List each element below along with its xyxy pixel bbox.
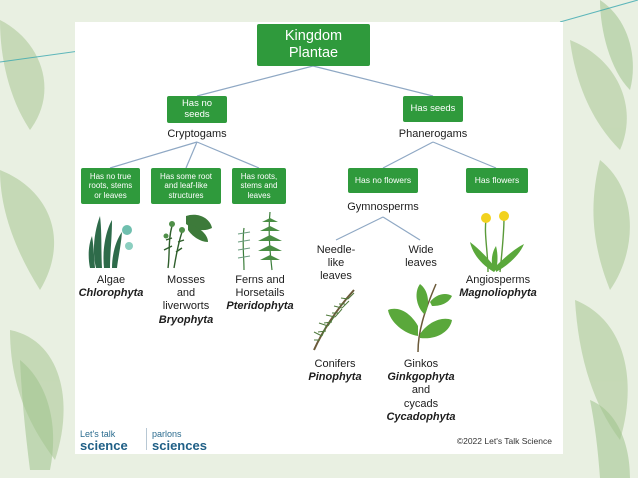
ginkgo-scientific: Ginkgophyta [387,371,455,384]
ginkgo-extra-2: cycads [403,397,439,410]
needle-leaves-label: Needle- like leaves [308,244,364,284]
cryptogams-label: Cryptogams [167,128,227,140]
angiosperm-common: Angiosperms [465,274,531,286]
algae-scientific: Chlorophyta [78,287,144,300]
no-seeds-line1: Has no [181,97,213,109]
needle-line3: leaves [320,270,352,283]
ginkgo-label: Ginkos Ginkgophyta and cycads Cycadophyt… [380,358,462,424]
root-line2: Plantae [288,45,339,61]
has-roots-line3: leaves [247,190,271,200]
has-seeds-line1: Has seeds [410,102,456,114]
ginkgo-common: Ginkos [403,358,439,370]
has-roots-box: Has roots, stems and leaves [232,168,286,204]
logo1-small: Let's talk [80,429,116,439]
dandelion-icon [470,211,524,273]
logo2-big: sciences [152,438,207,454]
conifer-branch-icon [313,289,355,351]
logo-divider [146,428,147,450]
logo2-small: parlons [152,429,182,439]
fern-label: Ferns and Horsetails Pteridophyta [224,274,296,314]
moss-common-1: Mosses [167,274,205,286]
no-flowers-box: Has no flowers [348,168,418,193]
needle-line2: like [327,257,345,270]
moss-scientific: Bryophyta [158,313,214,326]
needle-line1: Needle- [316,244,356,256]
root-line1: Kingdom [284,28,343,45]
no-true-roots-line3: or leaves [94,190,127,200]
conifer-common: Conifers [314,358,356,370]
fern-icon [237,211,282,271]
no-true-roots-line2: roots, stems [88,181,133,191]
some-root-box: Has some root and leaf-like structures [151,168,221,204]
wide-leaves-label: Wide leaves [396,244,446,270]
has-flowers-box: Has flowers [466,168,528,193]
no-seeds-box: Has no seeds [167,96,227,123]
gymnosperms-label: Gymnosperms [347,201,419,213]
angiosperm-label: Angiosperms Magnoliophyta [456,274,540,300]
algae-common: Algae [96,274,126,286]
moss-label: Mosses and liverworts Bryophyta [151,274,221,327]
kingdom-plantae-box: Kingdom Plantae [257,24,370,66]
no-flowers-text: Has no flowers [354,174,412,185]
algae-label: Algae Chlorophyta [76,274,146,300]
diagram-card [75,22,563,454]
no-true-roots-line1: Has no true [89,172,132,182]
has-seeds-box: Has seeds [403,96,463,122]
no-true-roots-box: Has no true roots, stems or leaves [81,168,140,204]
logo1-big: science [80,438,128,454]
moss-common-2: and [176,287,196,300]
some-root-line2: and leaf-like [164,181,208,191]
fern-common-1: Ferns and [235,274,285,286]
angiosperm-scientific: Magnoliophyta [459,287,537,300]
lets-talk-science-logo: Let's talk science [80,429,128,454]
has-roots-line1: Has roots, [240,172,278,182]
ginkgo-extra-1: and [411,384,431,397]
copyright-text: ©2022 Let's Talk Science [456,436,552,446]
parlons-sciences-logo: parlons sciences [152,429,207,454]
moss-icon [163,214,212,269]
fern-scientific: Pteridophyta [226,300,294,313]
no-seeds-line2: seeds [184,108,210,120]
has-flowers-text: Has flowers [474,174,520,185]
fern-common-2: Horsetails [235,287,285,300]
moss-common-3: liverworts [162,300,210,313]
conifer-scientific: Pinophyta [308,371,362,384]
wide-line2: leaves [405,257,437,270]
cycad-scientific: Cycadophyta [386,410,456,423]
some-root-line3: structures [168,190,204,200]
wide-line1: Wide [408,244,434,256]
phanerogams-label: Phanerogams [398,128,468,140]
conifer-label: Conifers Pinophyta [300,358,370,384]
ginkgo-leaf-icon [388,283,452,353]
algae-icon [88,216,133,268]
some-root-line1: Has some root [159,172,213,182]
has-roots-line2: stems and [240,181,278,191]
